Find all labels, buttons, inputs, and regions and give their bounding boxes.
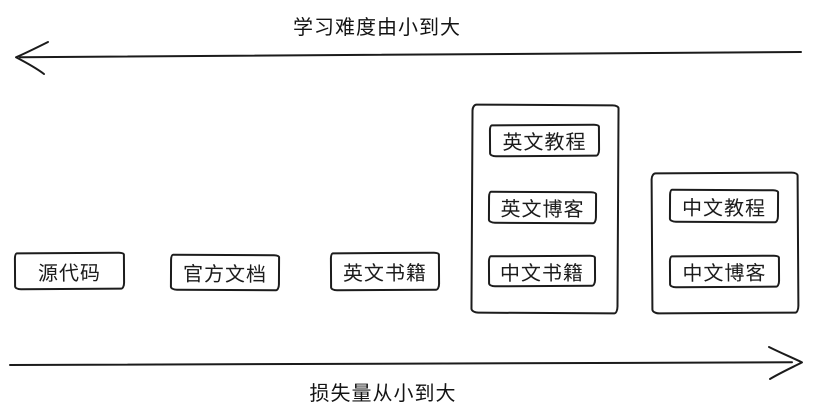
box-label: 中文教程 (681, 197, 767, 220)
box-english-tutorials: 英文教程 (488, 123, 601, 158)
box-english-books: 英文书籍 (329, 251, 441, 292)
box-label: 中文博客 (682, 262, 767, 286)
box-official-docs: 官方文档 (169, 253, 281, 292)
box-label: 英文博客 (500, 198, 585, 222)
top-arrow-line (19, 51, 802, 59)
bottom-arrow-head-icon (768, 346, 803, 380)
box-label: 源代码 (37, 262, 102, 285)
bottom-arrow-line (9, 361, 793, 366)
top-arrow-head-icon (15, 41, 49, 75)
bottom-axis-label: 损失量从小到大 (309, 383, 457, 405)
box-label: 官方文档 (182, 263, 268, 287)
box-label: 英文教程 (502, 131, 587, 155)
box-label: 中文书籍 (499, 262, 585, 285)
box-chinese-tutorials: 中文教程 (668, 188, 780, 224)
box-source-code: 源代码 (13, 251, 126, 291)
top-axis-label: 学习难度由小到大 (293, 17, 461, 39)
box-chinese-blogs: 中文博客 (668, 254, 781, 289)
box-english-blogs: 英文博客 (487, 190, 598, 225)
box-label: 英文书籍 (342, 262, 428, 286)
box-chinese-books: 中文书籍 (487, 254, 597, 288)
